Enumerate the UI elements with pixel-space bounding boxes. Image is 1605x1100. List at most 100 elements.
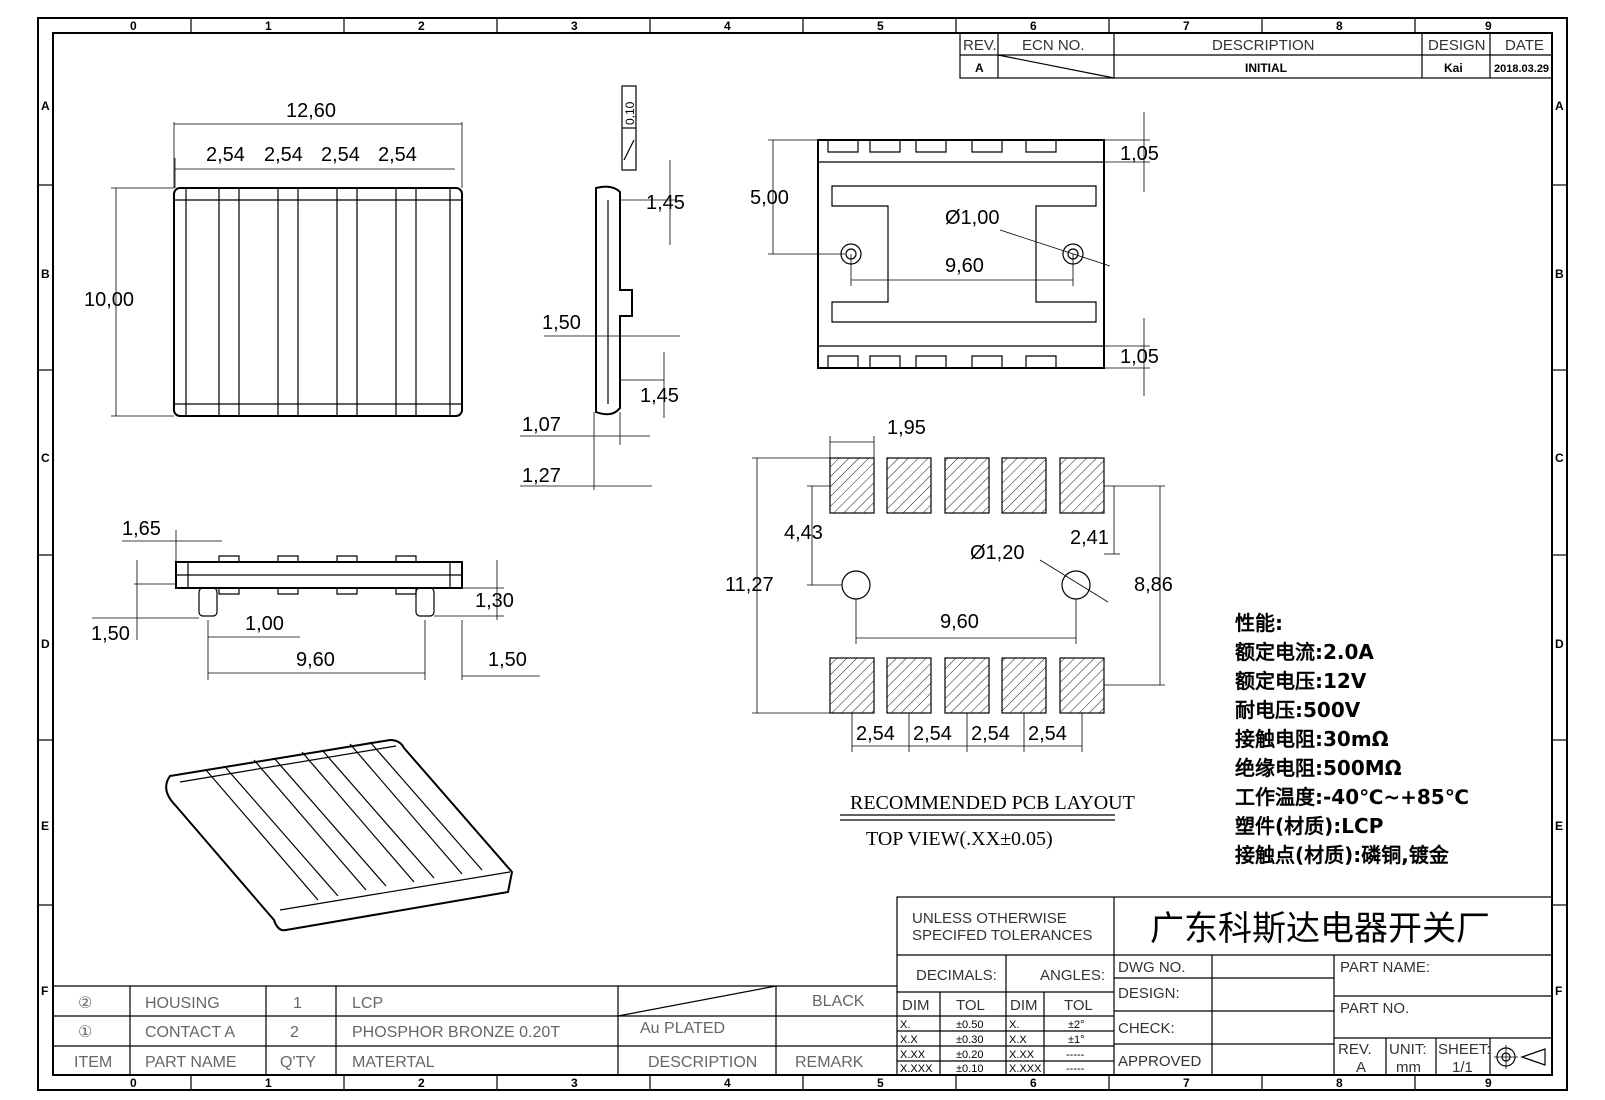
part-no-label: PART NO.	[1340, 1000, 1409, 1017]
spec-line-2: 额定电压:12V	[1235, 669, 1367, 693]
spec-line-4: 接触电阻:30mΩ	[1235, 727, 1389, 751]
grid-row-a: A	[41, 99, 50, 113]
dim-front-2: 1,30	[475, 590, 514, 612]
tolerance-note-line-1: UNLESS OTHERWISE	[912, 910, 1067, 927]
dim-pcb-hole: Ø1,20	[970, 542, 1024, 564]
specifications: 性能: 额定电流:2.0A 额定电压:12V 耐电压:500V 接触电阻:30m…	[1235, 611, 1469, 867]
dec-row-4-tol: ±0.10	[956, 1063, 983, 1075]
bom-row-1-material: LCP	[352, 995, 383, 1012]
dec-dim-header: DIM	[902, 997, 930, 1014]
dim-bottom-bottom-pad: 1,05	[1120, 346, 1159, 368]
grid-row-d-right: D	[1555, 637, 1564, 651]
top-view: 12,60 2,54 2,54 2,54 2,54 10,00	[84, 100, 463, 417]
dim-pitch-3: 2,54	[321, 144, 360, 166]
bom-header-qty: Q'TY	[280, 1054, 316, 1071]
grid-col-5-bottom: 5	[877, 1076, 884, 1090]
ang-row-4-tol: -----	[1066, 1063, 1085, 1075]
grid-col-1-bottom: 1	[265, 1076, 272, 1090]
rev-value: A	[975, 61, 984, 75]
dim-front-4: 1,00	[245, 613, 284, 635]
dim-side-4: 1,07	[522, 414, 561, 436]
ang-row-1-dim: X.	[1009, 1019, 1019, 1031]
grid-col-6-bottom: 6	[1030, 1076, 1037, 1090]
ang-row-3-tol: -----	[1066, 1049, 1085, 1061]
dec-tol-header: TOL	[956, 997, 985, 1014]
side-view: 0,10 1,45 1,50 1,45 1,07 1,27	[520, 85, 685, 490]
part-name-label: PART NAME:	[1340, 959, 1430, 976]
ang-row-2-dim: X.X	[1009, 1034, 1027, 1046]
dim-thickness: 0,10	[623, 101, 637, 125]
grid-col-8-bottom: 8	[1336, 1076, 1343, 1090]
dim-pitch-2: 2,54	[264, 144, 303, 166]
unit-label: UNIT:	[1389, 1041, 1427, 1058]
dec-row-2-tol: ±0.30	[956, 1034, 983, 1046]
spec-line-0: 性能:	[1235, 611, 1283, 635]
tolerance-note-line-2: SPECIFED TOLERANCES	[912, 927, 1092, 944]
approved-label: APPROVED	[1118, 1053, 1202, 1070]
spec-line-8: 接触点(材质):磷铜,镀金	[1235, 843, 1450, 867]
dim-side-1: 1,45	[646, 192, 685, 214]
check-label: CHECK:	[1118, 1020, 1175, 1037]
grid-col-4-bottom: 4	[724, 1076, 731, 1090]
grid-col-4: 4	[724, 19, 731, 33]
dim-pcb-3: 8,86	[1134, 574, 1173, 596]
grid-col-9: 9	[1485, 19, 1492, 33]
grid-row-b-right: B	[1555, 267, 1564, 281]
pcb-layout: 1,95 11,27 4,43 Ø1,20 2,41 8,86 9,60 2,5…	[725, 417, 1173, 850]
dim-front-1: 1,65	[122, 518, 161, 540]
unit-value: mm	[1396, 1059, 1421, 1076]
design-header: DESIGN	[1428, 37, 1486, 54]
revision-block: REV. ECN NO. DESCRIPTION DESIGN DATE A I…	[959, 32, 1553, 79]
bom-header-desc: DESCRIPTION	[648, 1054, 757, 1071]
bom-header-material: MATERTAL	[352, 1054, 435, 1071]
description-header: DESCRIPTION	[1212, 37, 1315, 54]
grid-col-2: 2	[418, 19, 425, 33]
front-view: 1,65 1,30 1,50 1,00 9,60 1,50	[91, 518, 540, 680]
pcb-layout-title: RECOMMENDED PCB LAYOUT	[850, 792, 1135, 814]
bom-header-part: PART NAME	[145, 1054, 237, 1071]
dim-width: 12,60	[286, 100, 336, 122]
grid-row-c-right: C	[1555, 451, 1564, 465]
ang-row-4-dim: X.XXX	[1009, 1063, 1042, 1075]
rev-header: REV.	[963, 37, 997, 54]
isometric-view	[165, 738, 514, 932]
ang-row-3-dim: X.XX	[1009, 1049, 1035, 1061]
grid-row-f: F	[41, 984, 48, 998]
dim-pcb-pitch-2: 2,54	[913, 723, 952, 745]
grid-row-e-right: E	[1555, 819, 1563, 833]
grid-col-3-bottom: 3	[571, 1076, 578, 1090]
grid-row-b: B	[41, 267, 50, 281]
dim-pcb-height: 11,27	[725, 574, 774, 596]
grid-row-a-right: A	[1555, 99, 1564, 113]
spec-line-1: 额定电流:2.0A	[1235, 640, 1374, 664]
dim-pitch-1: 2,54	[206, 144, 245, 166]
dec-row-4-dim: X.XXX	[900, 1063, 933, 1075]
dim-side-5: 1,27	[522, 465, 561, 487]
grid-col-0-bottom: 0	[130, 1076, 137, 1090]
bom-row-1-part: HOUSING	[145, 995, 220, 1012]
dim-bottom-spacing: 9,60	[945, 255, 984, 277]
dim-pcb-pad-width: 1,95	[887, 417, 926, 439]
date-header: DATE	[1505, 37, 1544, 54]
dim-height: 10,00	[84, 289, 134, 311]
dim-bottom-hole: Ø1,00	[945, 207, 999, 229]
dim-front-3: 1,50	[91, 623, 130, 645]
dec-row-2-dim: X.X	[900, 1034, 918, 1046]
grid-col-5: 5	[877, 19, 884, 33]
spec-line-6: 工作温度:-40℃~+85℃	[1235, 785, 1469, 809]
dec-row-1-dim: X.	[900, 1019, 910, 1031]
bom-row-2-material: PHOSPHOR BRONZE 0.20T	[352, 1024, 560, 1041]
dim-pcb-1: 4,43	[784, 522, 823, 544]
grid-col-1: 1	[265, 19, 272, 33]
ang-tol-header: TOL	[1064, 997, 1093, 1014]
angles-label: ANGLES:	[1040, 967, 1105, 984]
grid-row-d: D	[41, 637, 50, 651]
sheet-label: SHEET:	[1438, 1041, 1491, 1058]
grid-col-0: 0	[130, 19, 137, 33]
dec-row-1-tol: ±0.50	[956, 1019, 983, 1031]
bom-row-1-qty: 1	[293, 995, 302, 1012]
bom-row-2-item: ①	[78, 1024, 92, 1041]
grid-row-e: E	[41, 819, 49, 833]
ecn-header: ECN NO.	[1022, 37, 1085, 54]
